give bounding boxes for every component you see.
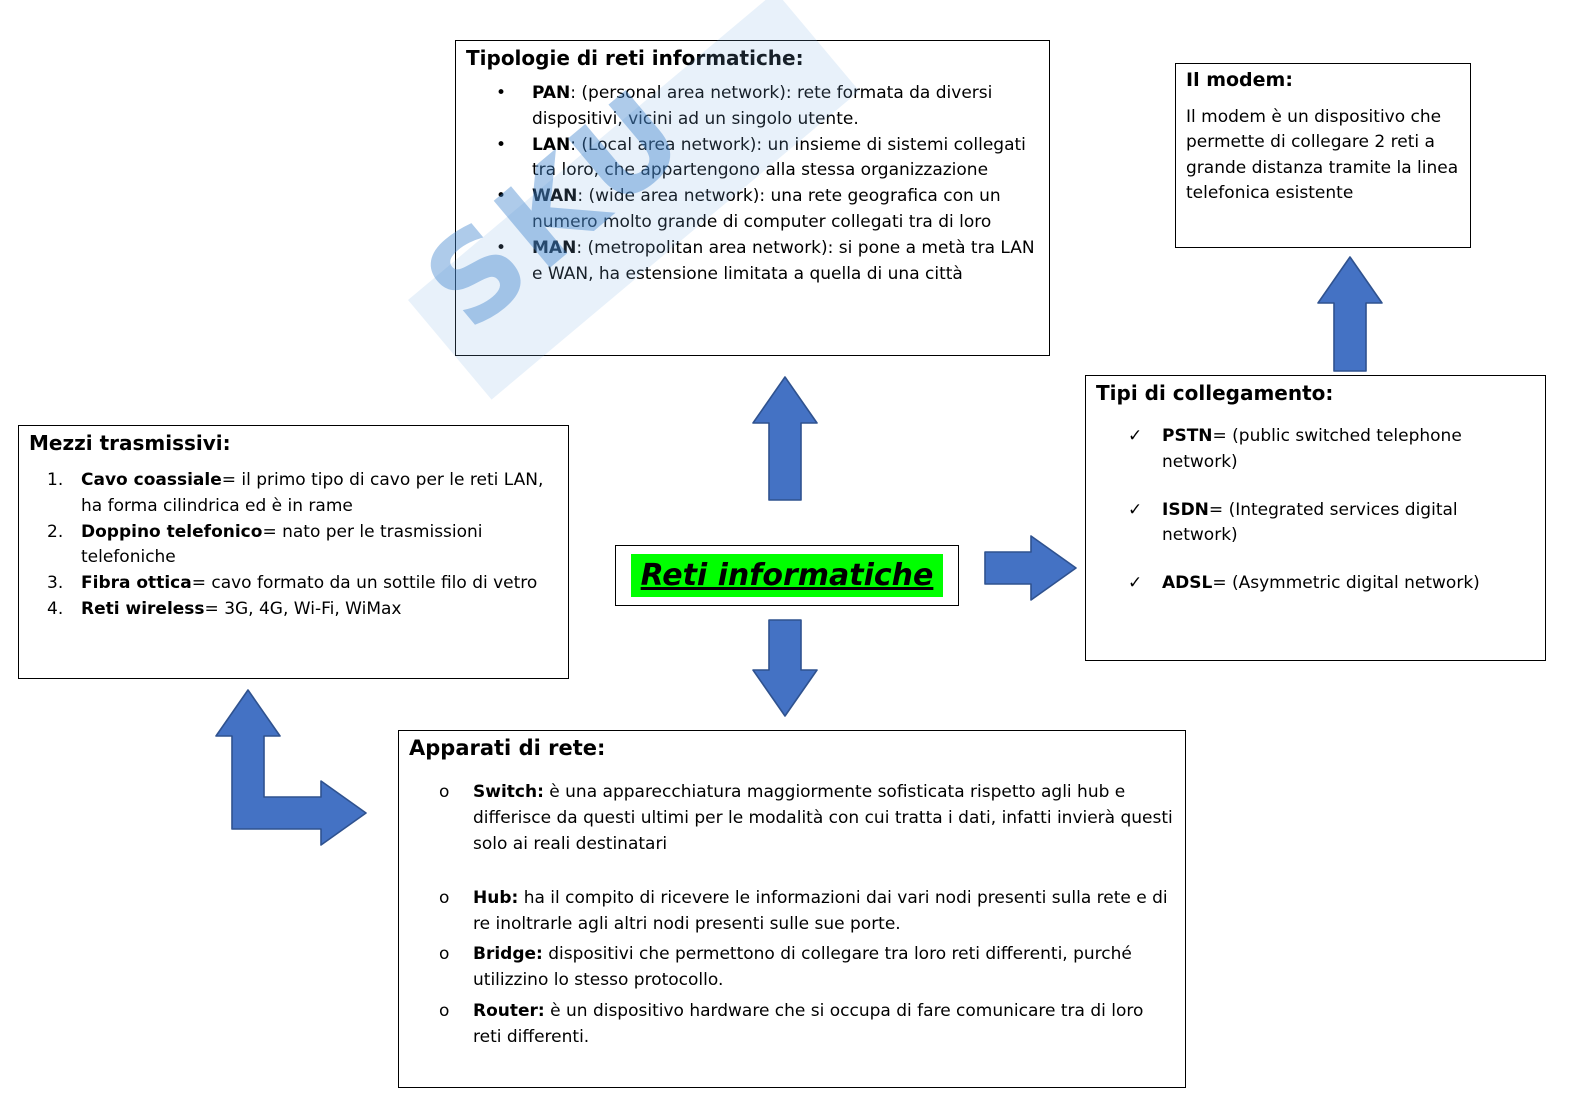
definition: = cavo formato da un sottile filo di vet… bbox=[191, 573, 538, 594]
term: MAN bbox=[532, 237, 577, 258]
definition: : (Local area network): un insieme di si… bbox=[532, 134, 1026, 181]
o-bullet-icon: o bbox=[439, 1001, 450, 1022]
bullet-icon: • bbox=[496, 186, 507, 207]
definition: = (Asymmetric digital network) bbox=[1212, 573, 1480, 594]
down-arrow-center-to-devices bbox=[752, 619, 818, 717]
box-network-devices: Apparati di rete: o Switch: è una appare… bbox=[398, 730, 1186, 1088]
list-item: o Bridge: dispositivi che permettono di … bbox=[439, 942, 1175, 994]
definition: = nato per le trasmissioni telefoniche bbox=[81, 521, 483, 568]
term: Hub: bbox=[473, 887, 519, 908]
list-number: 4. bbox=[47, 599, 64, 620]
term: PAN bbox=[532, 83, 571, 103]
up-arrow-center-to-types bbox=[752, 376, 818, 501]
list-item: 2. Doppino telefonico= nato per le trasm… bbox=[47, 520, 558, 572]
list-item: ✓ ADSL= (Asymmetric digital network) bbox=[1128, 571, 1535, 597]
term: Router: bbox=[473, 1001, 545, 1022]
box-transmission-media-title: Mezzi trasmissivi: bbox=[29, 431, 231, 455]
list-item: ✓ ISDN= (Integrated services digital net… bbox=[1128, 498, 1535, 550]
list-item: 3. Fibra ottica= cavo formato da un sott… bbox=[47, 571, 558, 597]
definition: è un dispositivo hardware che si occupa … bbox=[473, 1001, 1144, 1047]
term: Bridge: bbox=[473, 944, 543, 965]
up-arrow-connections-to-modem bbox=[1317, 256, 1383, 372]
o-bullet-icon: o bbox=[439, 944, 450, 965]
term: ADSL bbox=[1162, 573, 1213, 594]
list-item: ✓ PSTN= (public switched telephone netwo… bbox=[1128, 424, 1535, 476]
term: Fibra ottica bbox=[81, 573, 192, 594]
connection-types-list: ✓ PSTN= (public switched telephone netwo… bbox=[1096, 424, 1535, 597]
definition: ha il compito di ricevere le informazion… bbox=[473, 887, 1168, 934]
list-item: • MAN: (metropolitan area network): si p… bbox=[496, 236, 1039, 288]
box-modem-title: Il modem: bbox=[1186, 69, 1293, 91]
definition: = (public switched telephone network) bbox=[1162, 426, 1462, 472]
list-item: 1. Cavo coassiale= il primo tipo di cavo… bbox=[47, 468, 558, 520]
term: LAN bbox=[532, 134, 571, 155]
term: Switch: bbox=[473, 782, 544, 803]
list-number: 2. bbox=[47, 521, 64, 542]
right-arrow-center-to-connections bbox=[984, 535, 1077, 601]
definition: : (personal area network): rete formata … bbox=[532, 83, 993, 129]
definition: : (wide area network): una rete geografi… bbox=[532, 186, 1001, 233]
box-network-types-title: Tipologie di reti informatiche: bbox=[466, 46, 804, 70]
definition: dispositivi che permettono di collegare … bbox=[473, 944, 1132, 991]
definition: è una apparecchiatura maggiormente sofis… bbox=[473, 782, 1173, 854]
box-transmission-media: Mezzi trasmissivi: 1. Cavo coassiale= il… bbox=[18, 425, 569, 679]
list-item: o Hub: ha il compito di ricevere le info… bbox=[439, 886, 1175, 938]
list-number: 1. bbox=[47, 470, 64, 490]
box-network-devices-title: Apparati di rete: bbox=[409, 736, 606, 760]
term: PSTN bbox=[1162, 426, 1213, 446]
bullet-icon: • bbox=[496, 134, 507, 155]
term: Cavo coassiale bbox=[81, 470, 222, 490]
central-topic-title: Reti informatiche bbox=[630, 554, 944, 597]
definition: = (Integrated services digital network) bbox=[1162, 499, 1458, 546]
modem-description: Il modem è un dispositivo che permette d… bbox=[1186, 106, 1459, 204]
list-number: 3. bbox=[47, 573, 64, 594]
list-item: o Router: è un dispositivo hardware che … bbox=[439, 999, 1175, 1051]
o-bullet-icon: o bbox=[439, 887, 450, 908]
list-item: • LAN: (Local area network): un insieme … bbox=[496, 133, 1039, 185]
checkmark-icon: ✓ bbox=[1128, 426, 1143, 446]
list-item: o Switch: è una apparecchiatura maggiorm… bbox=[439, 780, 1175, 857]
list-item: • WAN: (wide area network): una rete geo… bbox=[496, 184, 1039, 236]
bullet-icon: • bbox=[496, 237, 507, 258]
bent-arrow-media-devices bbox=[215, 689, 367, 846]
box-connection-types: Tipi di collegamento: ✓ PSTN= (public sw… bbox=[1085, 375, 1546, 661]
o-bullet-icon: o bbox=[439, 782, 450, 803]
term: WAN bbox=[532, 186, 578, 207]
checkmark-icon: ✓ bbox=[1128, 573, 1143, 594]
transmission-media-list: 1. Cavo coassiale= il primo tipo di cavo… bbox=[29, 468, 558, 623]
box-connection-types-title: Tipi di collegamento: bbox=[1096, 381, 1334, 405]
definition: = il primo tipo di cavo per le reti LAN,… bbox=[81, 470, 544, 516]
definition: = 3G, 4G, Wi-Fi, WiMax bbox=[204, 599, 402, 620]
term: ISDN bbox=[1162, 499, 1209, 520]
list-item: • PAN: (personal area network): rete for… bbox=[496, 81, 1039, 133]
list-item: 4. Reti wireless= 3G, 4G, Wi-Fi, WiMax bbox=[47, 597, 558, 623]
term: Reti wireless bbox=[81, 599, 205, 620]
checkmark-icon: ✓ bbox=[1128, 499, 1143, 520]
network-devices-list: o Switch: è una apparecchiatura maggiorm… bbox=[409, 780, 1175, 1050]
network-types-list: • PAN: (personal area network): rete for… bbox=[466, 81, 1039, 288]
box-modem: Il modem: Il modem è un dispositivo che … bbox=[1175, 63, 1471, 248]
bullet-icon: • bbox=[496, 83, 507, 103]
box-network-types: Tipologie di reti informatiche: • PAN: (… bbox=[455, 40, 1050, 356]
term: Doppino telefonico bbox=[81, 521, 263, 542]
definition: : (metropolitan area network): si pone a… bbox=[532, 237, 1035, 284]
central-topic-box: Reti informatiche bbox=[615, 545, 959, 606]
